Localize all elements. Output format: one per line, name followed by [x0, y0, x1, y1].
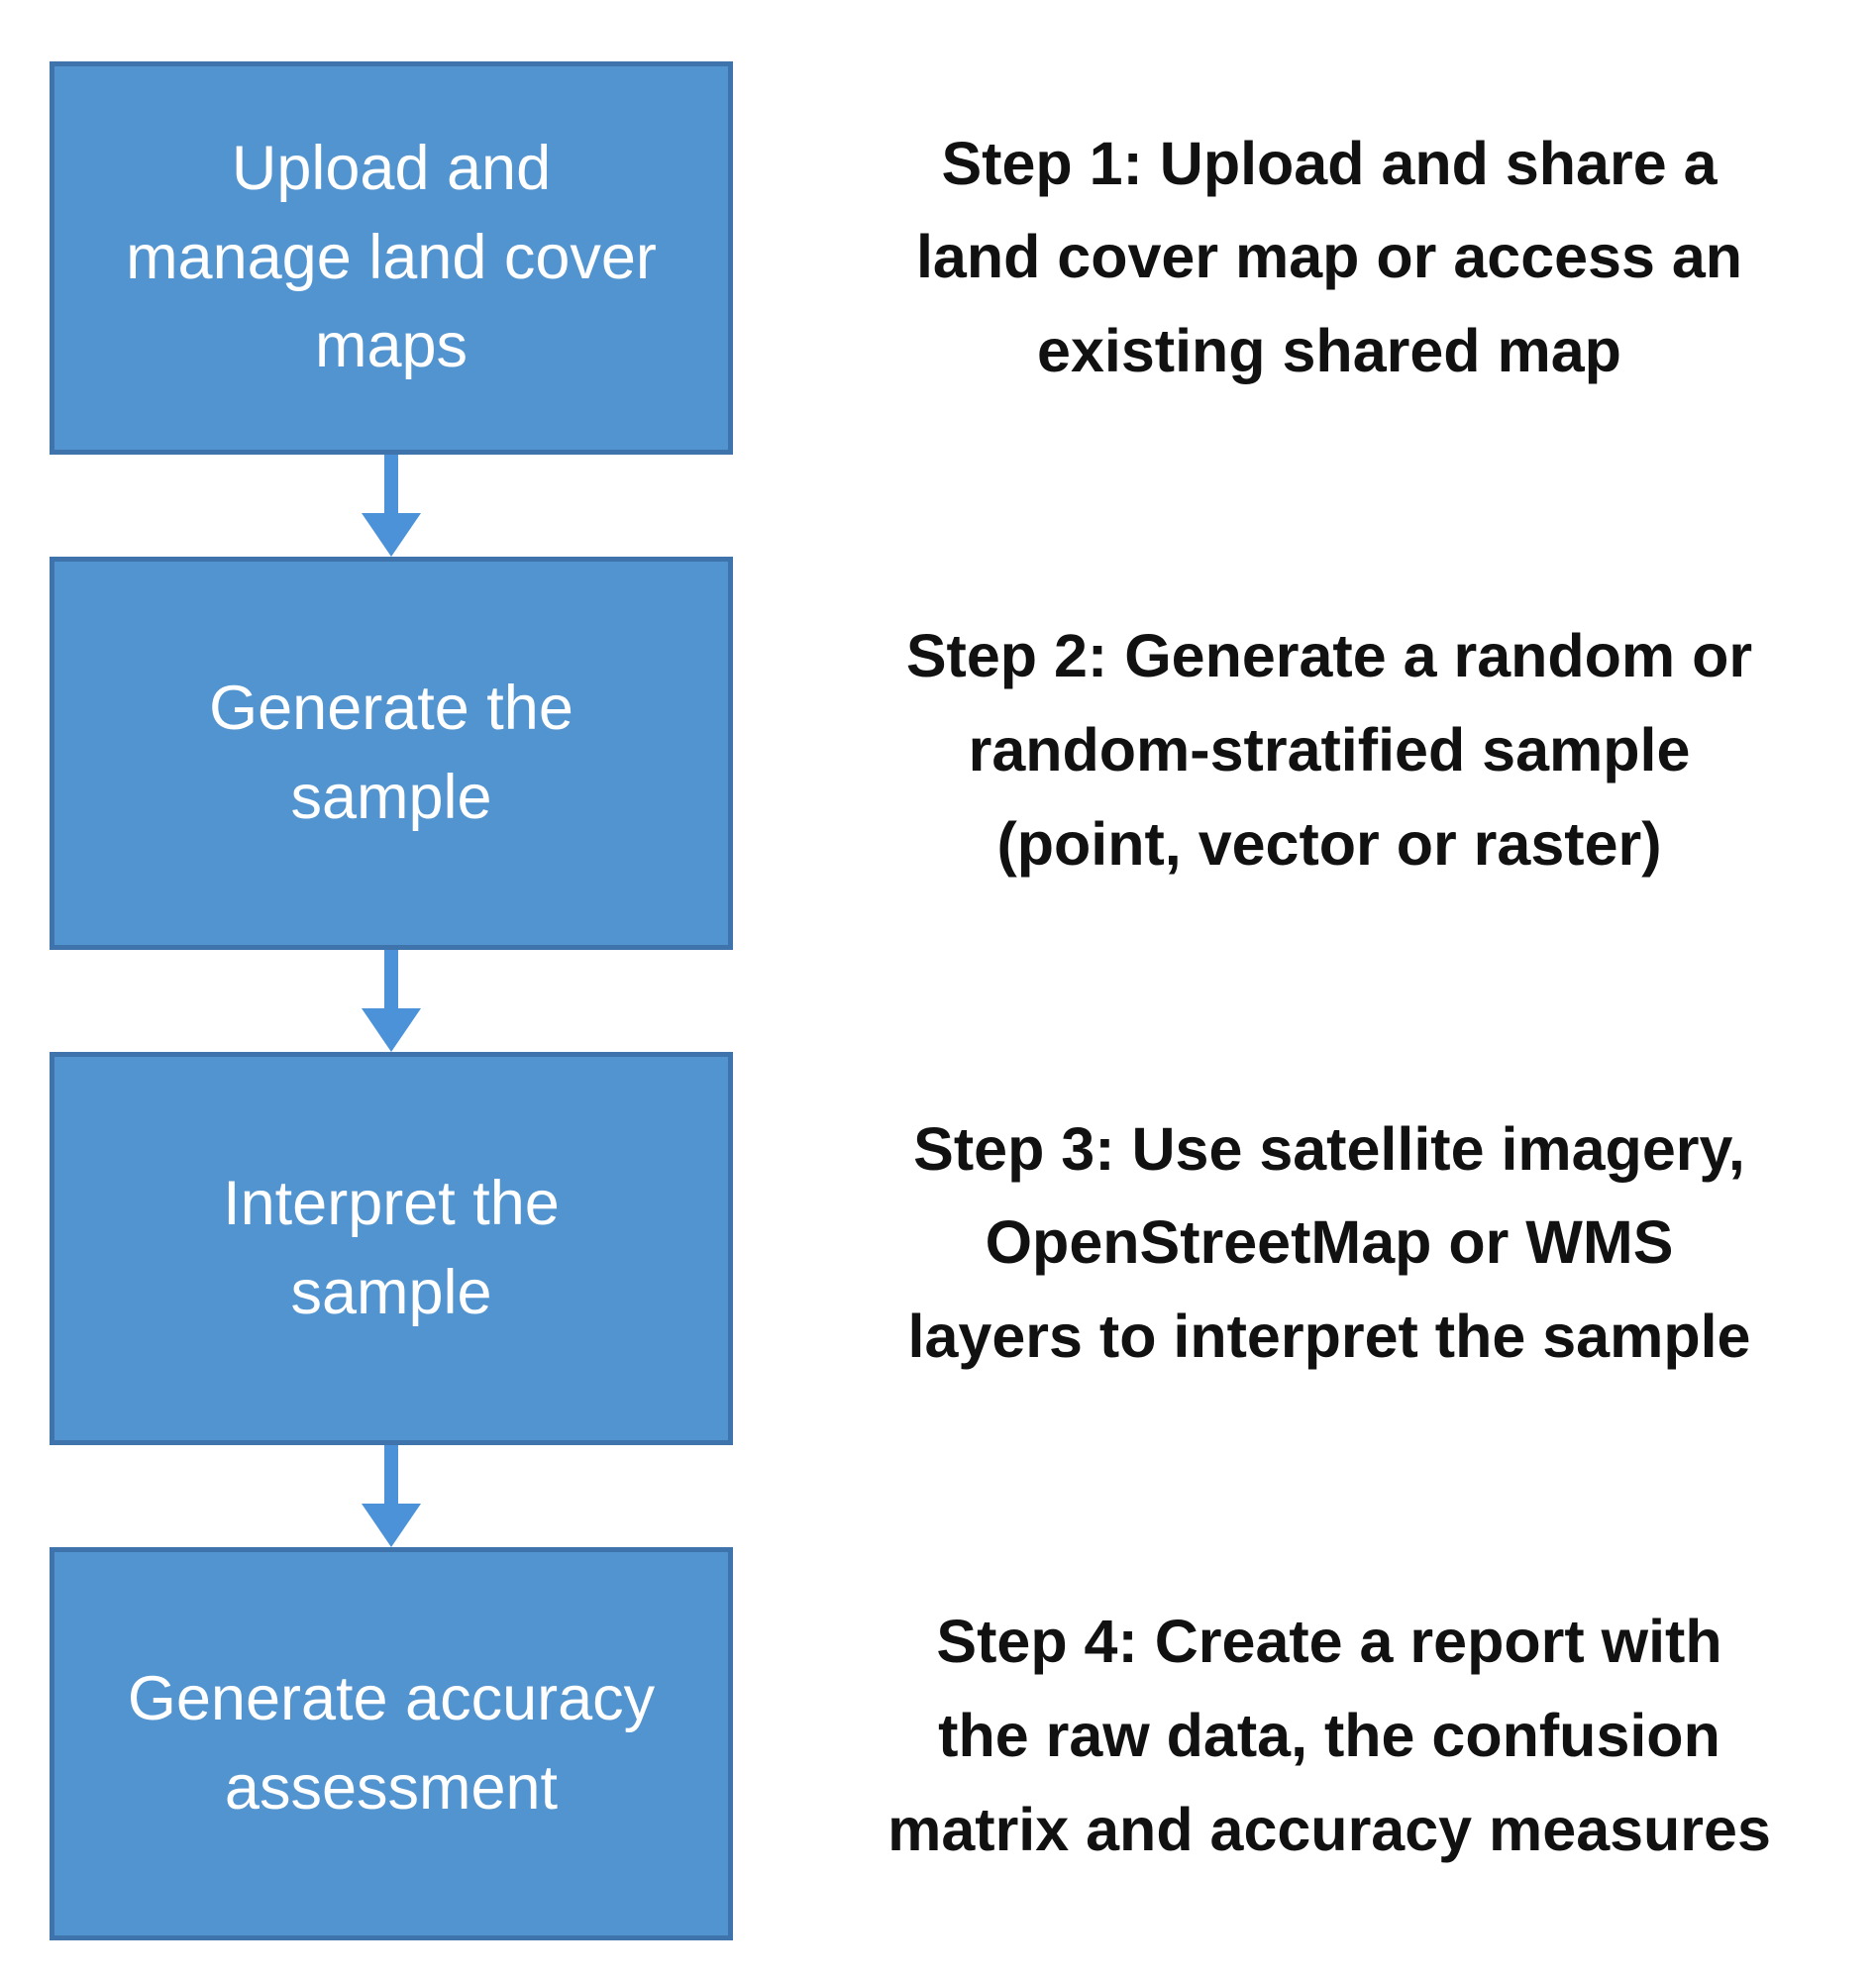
- down-arrow-icon: [50, 1445, 733, 1547]
- arrow-head: [362, 513, 421, 557]
- flow-box-upload-manage-maps: Upload and manage land cover maps: [50, 61, 733, 455]
- descriptions-column: Step 1: Upload and share a land cover ma…: [782, 0, 1876, 1982]
- flow-box-generate-sample: Generate the sample: [50, 557, 733, 950]
- step-4-description: Step 4: Create a report with the raw dat…: [887, 1608, 1771, 1863]
- arrow-stem: [384, 455, 398, 515]
- flow-box-interpret-sample: Interpret the sample: [50, 1052, 733, 1445]
- arrow-head: [362, 1008, 421, 1052]
- arrow-head: [362, 1504, 421, 1547]
- step-3-description: Step 3: Use satellite imagery, OpenStree…: [907, 1114, 1751, 1371]
- flow-box-generate-accuracy-assessment: Generate accuracy assessment: [50, 1547, 733, 1940]
- arrow-stem: [384, 1445, 398, 1506]
- step-2-description: Step 2: Generate a random or random-stra…: [905, 622, 1753, 878]
- flow-column: Upload and manage land cover maps Genera…: [0, 0, 782, 1982]
- down-arrow-icon: [50, 950, 733, 1052]
- down-arrow-icon: [50, 455, 733, 557]
- step-1-description: Step 1: Upload and share a land cover ma…: [915, 129, 1743, 385]
- arrow-stem: [384, 950, 398, 1010]
